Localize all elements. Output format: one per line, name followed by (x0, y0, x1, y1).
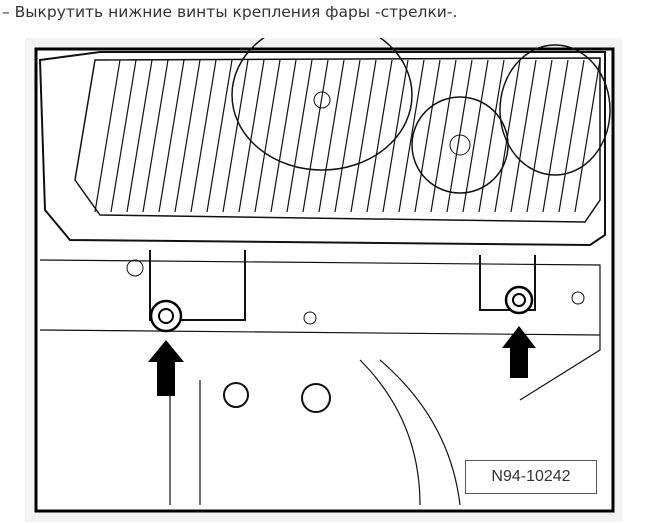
lens-hatch-line (318, 59, 345, 213)
lens-hatch-line (94, 59, 121, 213)
lens-hatch-line (462, 59, 489, 213)
lens-hatch-line (126, 59, 153, 213)
lens-hatch-line (350, 59, 377, 213)
lens-hatch-line (334, 59, 361, 213)
headlight-drawing (34, 38, 615, 513)
lens-hatch-line (222, 59, 249, 213)
lens-hatch-line (414, 59, 441, 213)
lens-hatch-line (142, 59, 169, 213)
lens-hatch-line (110, 59, 137, 213)
arrow-up-icon (148, 340, 184, 396)
lens-hatch-line (190, 59, 217, 213)
arrow-up-icon (502, 326, 536, 378)
lens-hatch-line (446, 59, 473, 213)
lens-hatch-line (574, 59, 601, 213)
figure-number-label: N94-10242 (465, 460, 597, 494)
lens-hatch-line (286, 59, 313, 213)
lens-hatch-line (238, 59, 265, 213)
lens-hatch-line (542, 59, 569, 213)
technical-illustration: N94-10242 (25, 38, 622, 522)
lens-hatch-line (558, 59, 585, 213)
lens-hatch-line (206, 59, 233, 213)
lens-hatch-line (366, 59, 393, 213)
lens-hatch-line (510, 59, 537, 213)
lens-hatch-line (398, 59, 425, 213)
lens-hatch-line (382, 59, 409, 213)
instruction-text: – Выкрутить нижние винты крепления фары … (2, 3, 458, 21)
lens-hatch-line (302, 59, 329, 213)
lens-hatch-line (270, 59, 297, 213)
lens-hatch-line (254, 59, 281, 213)
lens-hatch-line (526, 59, 553, 213)
lens-hatch-line (174, 59, 201, 213)
lens-hatch-line (158, 59, 185, 213)
